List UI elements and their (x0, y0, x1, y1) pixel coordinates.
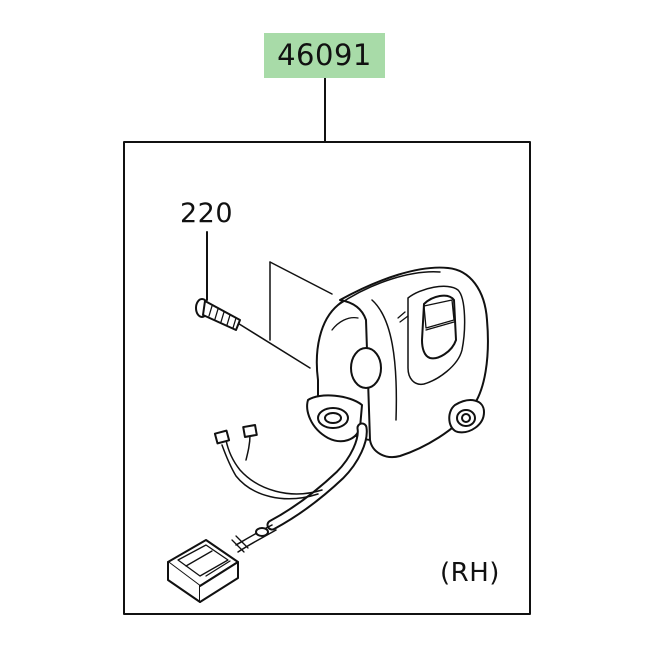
rocker-switch (421, 294, 457, 360)
screw-bracket-lines (235, 261, 333, 369)
screw-part-number: 220 (180, 198, 234, 229)
wiring-harness (213, 422, 368, 553)
assembly-part-number: 46091 (264, 33, 385, 78)
connector-plug (167, 539, 239, 603)
handlebar-switch-housing (306, 266, 489, 458)
side-indicator-label: (RH) (440, 558, 500, 588)
mounting-screw (195, 298, 241, 331)
assembly-frame (123, 141, 531, 615)
